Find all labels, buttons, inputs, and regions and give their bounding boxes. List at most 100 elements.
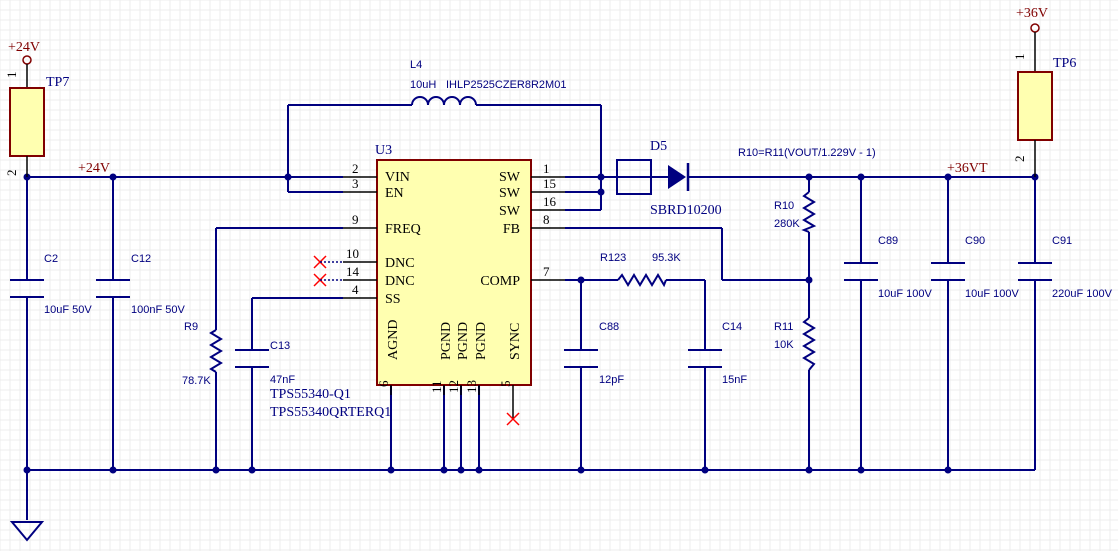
pin-num-dnc14: 14 (346, 264, 360, 279)
resistor-zigzag-icon (801, 191, 817, 233)
junction (944, 466, 952, 474)
junction (577, 466, 585, 474)
pin-name-dnc10: DNC (385, 256, 415, 271)
pin-num-pgnd13: 13 (464, 380, 479, 393)
resistor-zigzag-icon (209, 329, 223, 373)
junction (597, 173, 605, 181)
r11-value: 10K (774, 339, 794, 351)
c91-value: 220uF 100V (1052, 288, 1113, 300)
tp7-pin1: 1 (4, 72, 19, 79)
ic-pins-bottom: AGND PGND PGND PGND SYNC 6 11 12 13 5 (376, 320, 523, 418)
capacitor-c14: C14 15nF (688, 321, 747, 386)
resistor-zigzag-icon (802, 317, 816, 371)
resistor-r10: R10 280K (774, 191, 817, 233)
c2-ref: C2 (44, 253, 58, 265)
junction (857, 466, 865, 474)
tp7-ref: TP7 (46, 75, 69, 90)
testpoint-tp6: +36V TP6 1 2 (1012, 6, 1076, 177)
pin-num-ss: 4 (352, 282, 359, 297)
tp7-body (9, 87, 45, 157)
r123-value: 95.3K (652, 252, 681, 264)
ground-symbol (9, 521, 45, 542)
resistor-zigzag-icon (617, 273, 667, 288)
junction (457, 466, 465, 474)
pin-num-sw16: 16 (543, 194, 557, 209)
pin-num-freq: 9 (352, 212, 359, 227)
pin-name-sw15: SW (499, 186, 521, 201)
r10-value: 280K (774, 218, 800, 230)
ic-pins-left: 2 3 9 10 14 4 VIN EN FREQ DNC DNC SS (343, 161, 421, 307)
capacitor-c88: C88 12pF (564, 321, 624, 386)
pin-name-sw16: SW (499, 204, 521, 219)
pin-num-en: 3 (352, 176, 359, 191)
junction (475, 466, 483, 474)
capacitor-c90: C90 10uF 100V (931, 235, 1019, 300)
no-connect-icon (313, 255, 343, 269)
no-connect-icon (313, 273, 343, 287)
r10-ref: R10 (774, 200, 794, 212)
no-connect-markers (313, 255, 520, 426)
c89-value: 10uF 100V (878, 288, 932, 300)
junction (701, 466, 709, 474)
c14-value: 15nF (722, 374, 747, 386)
c90-ref: C90 (965, 235, 985, 247)
tp6-terminal-icon (1030, 23, 1040, 33)
pin-name-fb: FB (503, 222, 520, 237)
junction (805, 173, 813, 181)
capacitor-c91: C91 220uF 100V (1018, 235, 1113, 300)
inductor-l4: L4 10uH IHLP2525CZER8R2M01 (410, 59, 566, 106)
c88-value: 12pF (599, 374, 624, 386)
capacitor-c12: C12 100nF 50V (96, 253, 185, 316)
pin-num-fb: 8 (543, 212, 550, 227)
pin-name-sync: SYNC (508, 323, 523, 360)
diode-d5: D5 SBRD10200 (616, 139, 722, 218)
tp7-pin2: 2 (4, 170, 19, 177)
r11-ref: R11 (774, 321, 793, 333)
inductor-coil-icon (411, 96, 477, 106)
ic-body (376, 159, 532, 386)
pin-name-vin: VIN (385, 170, 410, 185)
capacitor-c13: C13 47nF (235, 340, 295, 386)
c2-value: 10uF 50V (44, 304, 92, 316)
r123-ref: R123 (600, 252, 626, 264)
resistor-r123: R123 95.3K (600, 252, 681, 288)
pin-num-dnc10: 10 (346, 246, 359, 261)
pin-num-vin: 2 (352, 161, 359, 176)
pin-name-pgnd12: PGND (456, 322, 471, 360)
l4-part: IHLP2525CZER8R2M01 (446, 79, 566, 91)
junction (577, 276, 585, 284)
pin-name-en: EN (385, 186, 404, 201)
c12-value: 100nF 50V (131, 304, 185, 316)
pin-num-comp: 7 (543, 264, 550, 279)
c13-ref: C13 (270, 340, 290, 352)
c90-value: 10uF 100V (965, 288, 1019, 300)
junction (212, 466, 220, 474)
capacitor-c2: C2 10uF 50V (10, 253, 92, 316)
r9-ref: R9 (184, 321, 198, 333)
c12-ref: C12 (131, 253, 151, 265)
pin-name-pgnd11: PGND (439, 322, 454, 360)
junction (109, 173, 117, 181)
l4-ref: L4 (410, 59, 422, 71)
pin-name-sw1: SW (499, 170, 521, 185)
r9-value: 78.7K (182, 375, 211, 387)
pin-name-agnd: AGND (386, 320, 401, 360)
divider-formula: R10=R11(VOUT/1.229V - 1) (738, 147, 876, 159)
junction (805, 276, 813, 284)
testpoint-tp7: +24V TP7 1 2 (4, 40, 69, 177)
tp6-pin1: 1 (1012, 54, 1027, 61)
ic-part2: TPS55340QRTERQ1 (270, 405, 391, 420)
l4-value: 10uH (410, 79, 436, 91)
net-label-vin-rail: +24V (8, 40, 40, 55)
c89-ref: C89 (878, 235, 898, 247)
junction (248, 466, 256, 474)
d5-ref: D5 (650, 139, 667, 154)
pin-name-ss: SS (385, 292, 401, 307)
pin-num-sync: 5 (498, 381, 513, 388)
c13-value: 47nF (270, 374, 295, 386)
net-label-vout: +36VT (947, 161, 988, 176)
c91-ref: C91 (1052, 235, 1072, 247)
pin-num-pgnd12: 12 (446, 380, 461, 393)
